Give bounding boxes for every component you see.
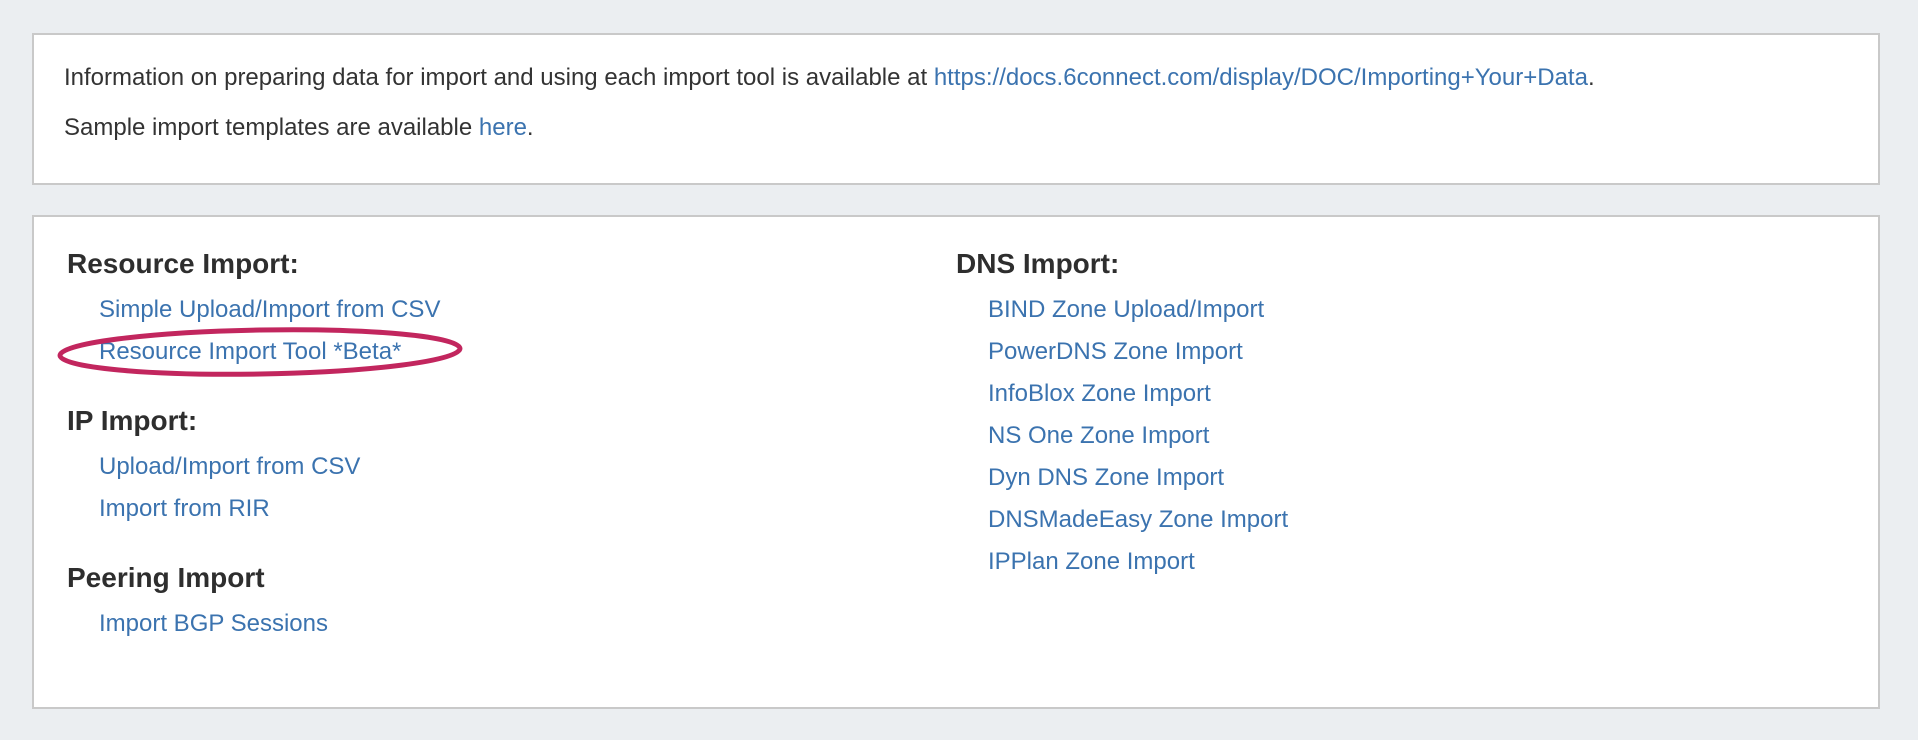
info-line-2-period: . xyxy=(526,114,534,141)
section-heading: IP Import: xyxy=(67,405,198,436)
info-line-1: Information on preparing data for import… xyxy=(64,63,1848,93)
link-row: NS One Zone Import xyxy=(956,421,1845,450)
link-row: PowerDNS Zone Import xyxy=(956,337,1845,366)
link-row: Import from RIR xyxy=(67,494,956,523)
link-row: Import BGP Sessions xyxy=(67,609,956,638)
link-dyn-dns-zone-import[interactable]: Dyn DNS Zone Import xyxy=(988,464,1225,491)
link-import-from-rir[interactable]: Import from RIR xyxy=(99,495,270,522)
link-ip-upload-import-csv[interactable]: Upload/Import from CSV xyxy=(99,453,361,480)
info-line-2-text: Sample import templates are available xyxy=(64,114,479,141)
import-section-left-0: Resource Import: Simple Upload/Import fro… xyxy=(57,247,956,377)
info-line-1-period: . xyxy=(1587,64,1595,91)
link-bind-zone-upload-import[interactable]: BIND Zone Upload/Import xyxy=(988,296,1265,323)
link-ipplan-zone-import[interactable]: IPPlan Zone Import xyxy=(988,548,1195,575)
link-ns-one-zone-import[interactable]: NS One Zone Import xyxy=(988,422,1210,449)
docs-url-link[interactable]: https://docs.6connect.com/display/DOC/Im… xyxy=(933,64,1588,91)
link-simple-upload-import-csv[interactable]: Simple Upload/Import from CSV xyxy=(99,296,441,323)
section-heading: Peering Import xyxy=(67,562,265,593)
link-row: DNSMadeEasy Zone Import xyxy=(956,505,1845,534)
link-infoblox-zone-import[interactable]: InfoBlox Zone Import xyxy=(988,380,1211,407)
link-row: Dyn DNS Zone Import xyxy=(956,463,1845,492)
link-row: BIND Zone Upload/Import xyxy=(956,295,1845,324)
link-row: Resource Import Tool *Beta* xyxy=(57,327,956,377)
link-resource-import-tool-beta[interactable]: Resource Import Tool *Beta* xyxy=(99,338,402,365)
import-section-left-1: IP Import: Upload/Import from CSV Import f… xyxy=(67,404,956,523)
info-line-1-text: Information on preparing data for import… xyxy=(64,64,934,91)
section-heading: DNS Import: xyxy=(956,248,1120,279)
link-row: Upload/Import from CSV xyxy=(67,452,956,481)
section-heading: Resource Import: xyxy=(67,248,299,279)
link-row: Simple Upload/Import from CSV xyxy=(67,295,956,324)
link-dnsmadeeasy-zone-import[interactable]: DNSMadeEasy Zone Import xyxy=(988,506,1289,533)
link-import-bgp-sessions[interactable]: Import BGP Sessions xyxy=(99,610,328,637)
link-row: InfoBlox Zone Import xyxy=(956,379,1845,408)
templates-here-link[interactable]: here xyxy=(478,114,527,141)
import-tools-panel: Resource Import: Simple Upload/Import fro… xyxy=(32,215,1880,709)
info-line-2: Sample import templates are available he… xyxy=(64,113,1848,143)
import-panel-left-column: Resource Import: Simple Upload/Import fro… xyxy=(57,247,956,651)
link-powerdns-zone-import[interactable]: PowerDNS Zone Import xyxy=(988,338,1243,365)
info-panel: Information on preparing data for import… xyxy=(32,33,1880,185)
link-row: IPPlan Zone Import xyxy=(956,547,1845,576)
